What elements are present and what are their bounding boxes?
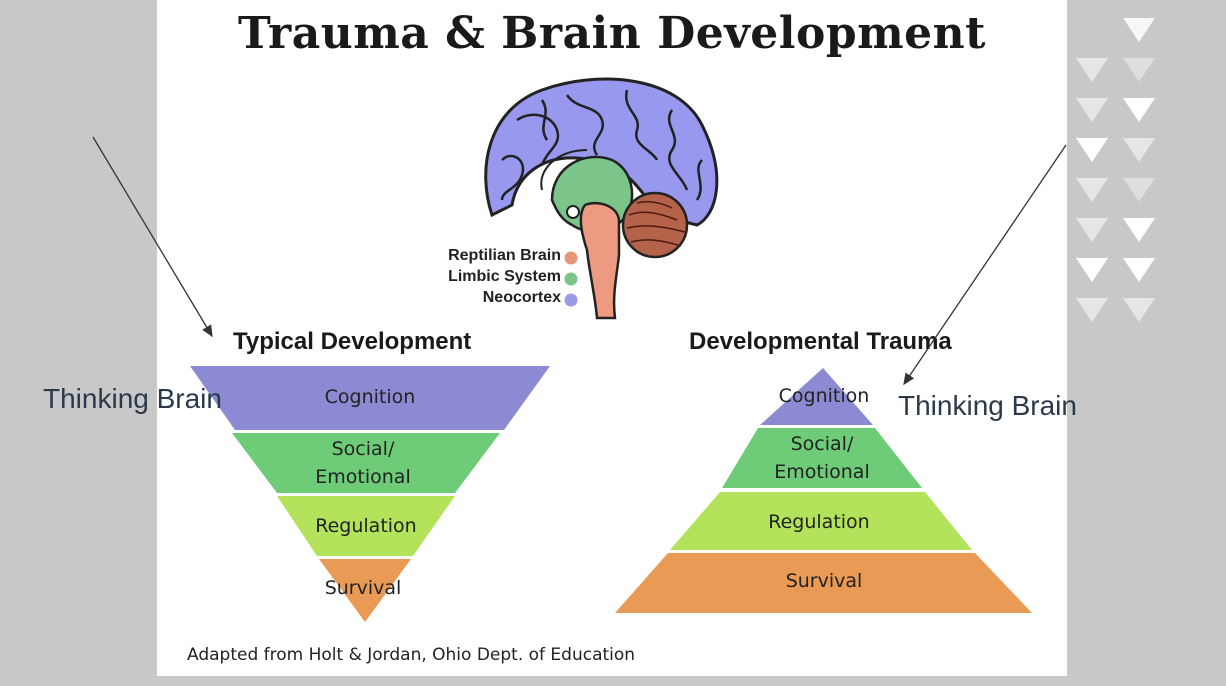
developmental-trauma-heading: Developmental Trauma	[689, 328, 952, 355]
source-credit: Adapted from Holt & Jordan, Ohio Dept. o…	[187, 645, 636, 665]
legend-label-limbic: Limbic System	[448, 268, 561, 285]
brain-illustration	[190, 77, 1032, 622]
typical-label-social-emotional: Social/ Emotional	[315, 438, 411, 488]
diagram-title: Trauma & Brain Development	[238, 8, 986, 59]
typical-development-pyramid	[190, 366, 550, 622]
legend-label-reptilian: Reptilian Brain	[448, 247, 561, 264]
trauma-label-regulation: Regulation	[768, 511, 870, 533]
legend-dot-reptilian	[564, 251, 578, 265]
typical-level-cognition	[190, 366, 550, 430]
trauma-label-survival: Survival	[785, 570, 863, 592]
trauma-level-regulation	[670, 492, 972, 550]
diagram-figure: Trauma & Brain Development	[157, 0, 1067, 676]
typical-level-social-emotional	[232, 433, 500, 493]
legend-dot-neocortex	[564, 293, 578, 307]
trauma-level-social-emotional	[722, 428, 922, 488]
developmental-trauma-pyramid	[615, 368, 1032, 613]
legend-dot-limbic	[564, 272, 578, 286]
typical-label-regulation: Regulation	[315, 515, 417, 537]
annotation-left-thinking-brain: Thinking Brain	[43, 383, 222, 414]
legend-label-neocortex: Neocortex	[482, 289, 561, 306]
typical-label-survival: Survival	[324, 577, 402, 599]
trauma-label-cognition: Cognition	[778, 385, 870, 407]
trauma-level-cognition	[760, 368, 873, 425]
trauma-level-survival	[615, 553, 1032, 613]
typical-level-regulation	[277, 496, 455, 556]
typical-development-heading: Typical Development	[233, 328, 472, 355]
trauma-label-social-emotional: Social/ Emotional	[774, 433, 870, 483]
annotation-right-thinking-brain: Thinking Brain	[898, 390, 1077, 421]
typical-label-cognition: Cognition	[324, 386, 416, 408]
typical-level-survival	[319, 559, 411, 622]
